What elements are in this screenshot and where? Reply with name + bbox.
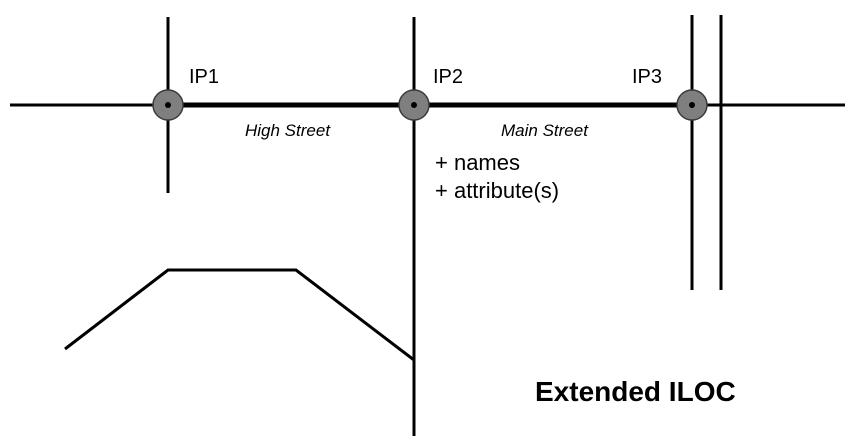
attributes-note: + attribute(s) — [435, 178, 559, 203]
high-street-label: High Street — [245, 121, 331, 140]
ip3-node — [676, 89, 708, 121]
main-street-label: Main Street — [501, 121, 589, 140]
ip1-node — [152, 89, 184, 121]
diagram-title: Extended ILOC — [535, 376, 736, 407]
ip1-label: IP1 — [189, 66, 219, 88]
names-note: + names — [435, 150, 520, 175]
ip3-label: IP3 — [632, 66, 662, 88]
ip2-node — [398, 89, 430, 121]
ip2-label: IP2 — [433, 66, 463, 88]
curved-road — [64, 268, 415, 362]
